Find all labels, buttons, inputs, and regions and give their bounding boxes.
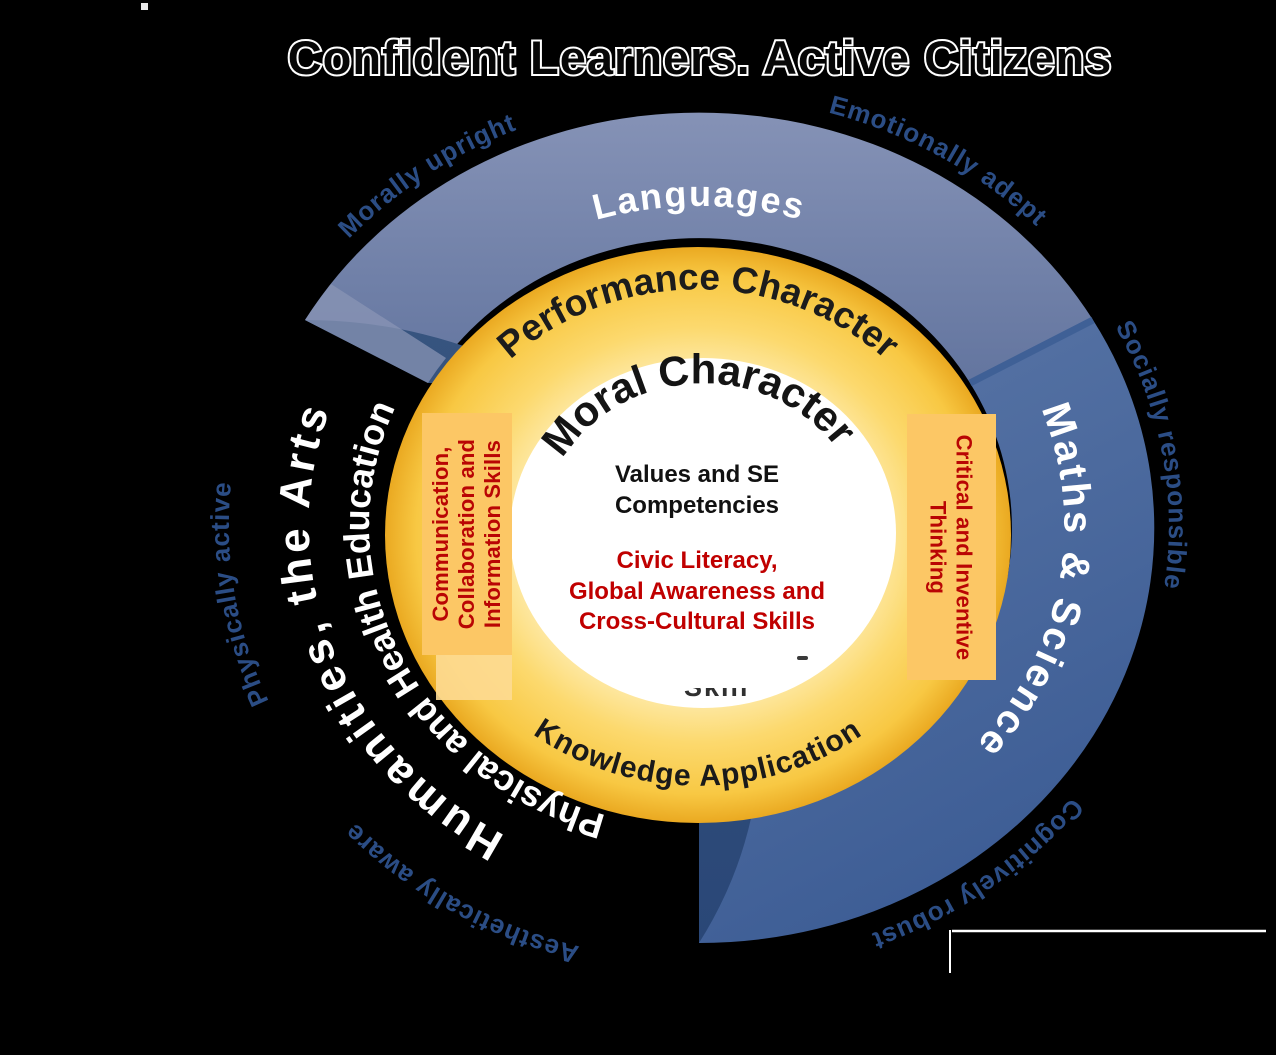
core-competencies-text: Civic Literacy, Global Awareness and Cro…	[497, 546, 897, 638]
ring-segment-humanities	[305, 319, 761, 944]
label-aesthetically-aware: Aesthetically aware	[338, 818, 581, 970]
obscured-text-remnant: Skills	[684, 688, 748, 699]
label-physically-active: Physically active	[205, 480, 274, 711]
core-circle	[510, 358, 896, 708]
core-values-text: Values and SE Competencies	[517, 459, 877, 521]
skill-line: Collaboration and	[454, 438, 480, 630]
stray-dash-mark	[797, 656, 808, 660]
skill-box-left-extension	[436, 655, 512, 700]
ring-segment-maths-science	[699, 320, 1155, 944]
core-competencies-line: Civic Literacy,	[616, 547, 778, 574]
stray-corner-dot	[141, 3, 148, 10]
skill-box-left	[422, 413, 512, 655]
segment-highlight-wedge	[305, 284, 446, 383]
skill-box-right	[907, 414, 996, 680]
obscured-text: Skills	[684, 688, 748, 699]
skill-line: Thinking	[926, 500, 951, 595]
core-competencies-line: Global Awareness and	[568, 577, 826, 605]
ring-segment-languages	[305, 112, 1093, 383]
core-values-line: Competencies	[614, 492, 780, 520]
skill-line: Critical and Inventive	[951, 434, 977, 661]
core-competencies-line: Cross-Cultural Skills	[578, 608, 816, 636]
page-title: Confident Learners. Active Citizens	[288, 31, 1113, 84]
skill-box-right-text: Critical and Inventive Thinking	[907, 415, 996, 681]
segment-divider-line	[968, 316, 1095, 387]
skill-line: Communication,	[428, 446, 454, 622]
core-values-line: Values and SE	[614, 461, 780, 488]
